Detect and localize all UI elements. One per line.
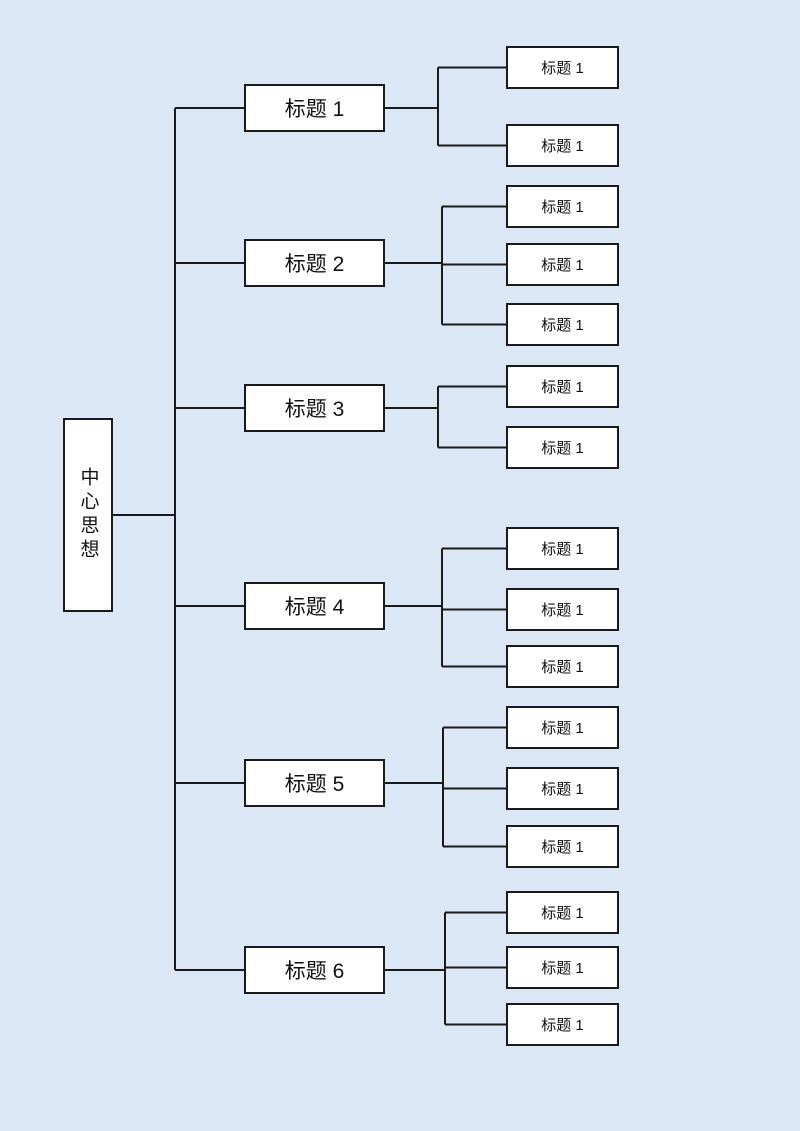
leaf-node-4-2-label: 标题 1: [541, 602, 584, 619]
root-node-label: 中心思想: [77, 467, 99, 563]
leaf-node-6-2[interactable]: 标题 1: [506, 946, 619, 989]
branch-node-1-label: 标题 1: [284, 98, 345, 121]
leaf-node-2-3[interactable]: 标题 1: [506, 303, 619, 346]
leaf-node-5-3[interactable]: 标题 1: [506, 825, 619, 868]
leaf-node-4-3-label: 标题 1: [541, 659, 584, 676]
leaf-node-6-3[interactable]: 标题 1: [506, 1003, 619, 1046]
leaf-node-3-1-label: 标题 1: [541, 379, 584, 396]
leaf-node-4-1[interactable]: 标题 1: [506, 527, 619, 570]
leaf-node-3-1[interactable]: 标题 1: [506, 365, 619, 408]
branch-node-5-label: 标题 5: [284, 773, 345, 796]
root-node[interactable]: 中心思想: [63, 418, 113, 612]
leaf-node-2-2[interactable]: 标题 1: [506, 243, 619, 286]
leaf-node-5-3-label: 标题 1: [541, 839, 584, 856]
leaf-node-1-2-label: 标题 1: [541, 138, 584, 155]
branch-node-4[interactable]: 标题 4: [244, 582, 385, 630]
leaf-node-4-2[interactable]: 标题 1: [506, 588, 619, 631]
branch-node-3[interactable]: 标题 3: [244, 384, 385, 432]
branch-node-6-label: 标题 6: [284, 960, 345, 983]
leaf-node-6-3-label: 标题 1: [541, 1017, 584, 1034]
leaf-node-2-3-label: 标题 1: [541, 317, 584, 334]
branch-node-1[interactable]: 标题 1: [244, 84, 385, 132]
branch-node-6[interactable]: 标题 6: [244, 946, 385, 994]
leaf-node-1-1-label: 标题 1: [541, 60, 584, 77]
branch-node-2[interactable]: 标题 2: [244, 239, 385, 287]
leaf-node-4-3[interactable]: 标题 1: [506, 645, 619, 688]
branch-node-3-label: 标题 3: [284, 398, 345, 421]
leaf-node-2-1-label: 标题 1: [541, 199, 584, 216]
leaf-node-5-1-label: 标题 1: [541, 720, 584, 737]
leaf-node-6-1-label: 标题 1: [541, 905, 584, 922]
leaf-node-2-2-label: 标题 1: [541, 257, 584, 274]
leaf-node-5-1[interactable]: 标题 1: [506, 706, 619, 749]
leaf-node-5-2-label: 标题 1: [541, 781, 584, 798]
leaf-node-1-2[interactable]: 标题 1: [506, 124, 619, 167]
branch-node-4-label: 标题 4: [284, 596, 345, 619]
leaf-node-3-2-label: 标题 1: [541, 440, 584, 457]
branch-node-2-label: 标题 2: [284, 253, 345, 276]
leaf-node-2-1[interactable]: 标题 1: [506, 185, 619, 228]
leaf-node-6-2-label: 标题 1: [541, 960, 584, 977]
leaf-node-5-2[interactable]: 标题 1: [506, 767, 619, 810]
leaf-node-4-1-label: 标题 1: [541, 541, 584, 558]
leaf-node-3-2[interactable]: 标题 1: [506, 426, 619, 469]
leaf-node-1-1[interactable]: 标题 1: [506, 46, 619, 89]
leaf-node-6-1[interactable]: 标题 1: [506, 891, 619, 934]
branch-node-5[interactable]: 标题 5: [244, 759, 385, 807]
